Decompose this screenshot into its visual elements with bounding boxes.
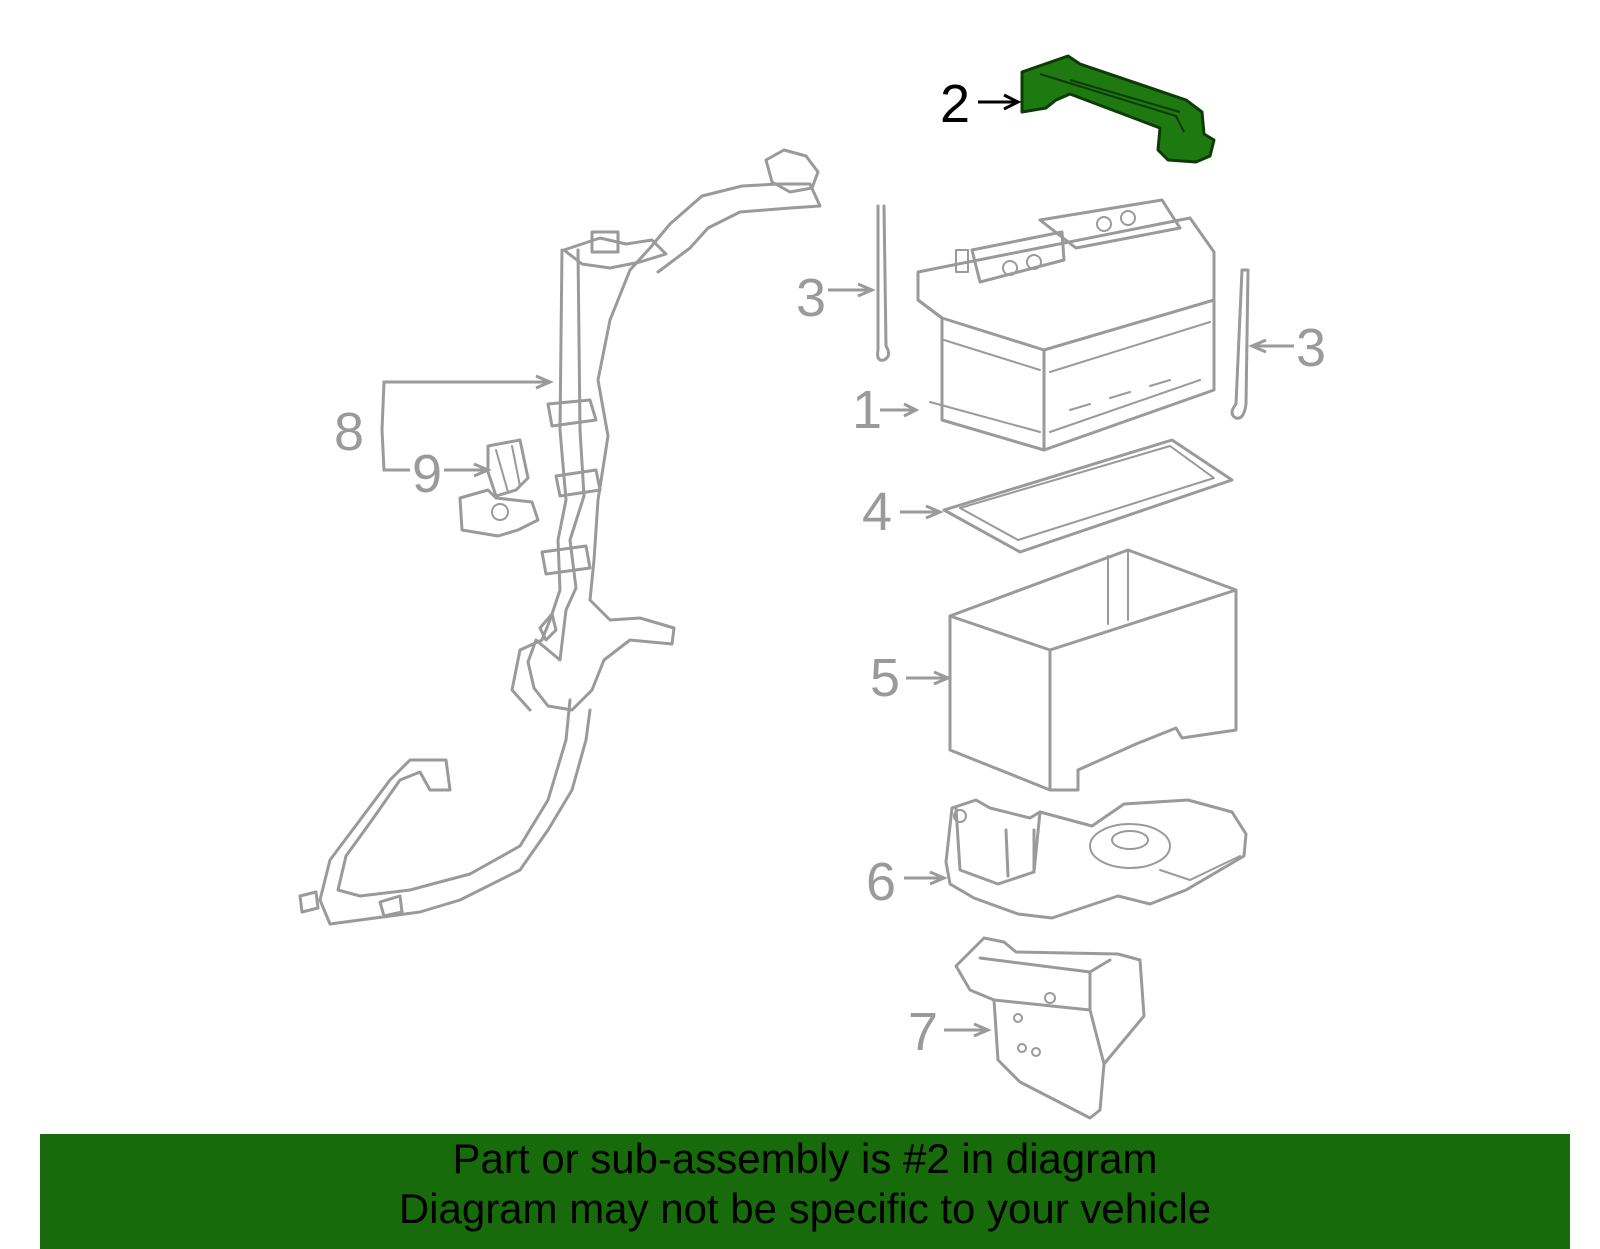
part-3-hold-down-rod-right[interactable] [1230,268,1250,420]
info-banner: Part or sub-assembly is #2 in diagram Di… [40,1134,1570,1249]
callout-3-right: 3 [1296,318,1326,378]
callout-6: 6 [866,852,896,912]
part-4-battery-pad[interactable] [942,438,1234,554]
callout-4: 4 [862,482,892,542]
part-3-hold-down-rod-left[interactable] [876,204,891,362]
banner-line-1: Part or sub-assembly is #2 in diagram [452,1135,1158,1182]
part-1-battery[interactable] [916,198,1216,452]
part-9-terminal-clamp[interactable] [458,438,540,538]
callout-3-left: 3 [796,268,826,328]
callout-1: 1 [852,380,882,440]
callout-5: 5 [870,648,900,708]
part-8-battery-cable[interactable] [298,148,822,926]
callout-2: 2 [940,74,970,134]
banner-line-2: Diagram may not be specific to your vehi… [398,1185,1212,1232]
callout-7: 7 [908,1002,938,1062]
part-2-terminal-cover[interactable] [1020,54,1216,164]
callout-9: 9 [412,444,442,504]
part-5-battery-tray[interactable] [948,548,1238,792]
part-6-battery-base[interactable] [944,798,1248,920]
part-7-support-bracket[interactable] [954,936,1146,1120]
callout-8: 8 [334,402,364,462]
